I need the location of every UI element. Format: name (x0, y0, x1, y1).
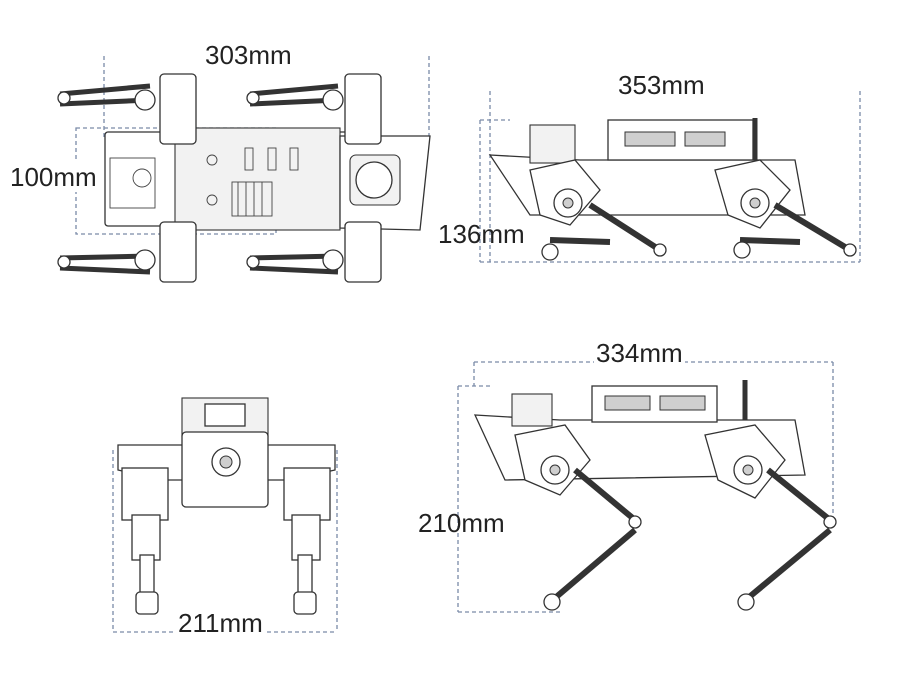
top-view-drawing (57, 56, 431, 283)
side-view-lying: 353mm 136mm (438, 0, 900, 320)
camera-lens (355, 161, 393, 199)
standing-height-label: 210mm (418, 508, 505, 538)
side-length-label: 353mm (616, 70, 707, 100)
leg-top-front-left (57, 73, 197, 145)
leg-standing-rear (704, 424, 837, 611)
top-length-label: 303mm (203, 40, 294, 70)
leg-top-rear-right (246, 221, 382, 283)
side-view-standing-drawing (457, 361, 837, 613)
lidar-box (529, 124, 576, 164)
front-view-drawing (112, 397, 338, 633)
leg-top-rear-left (57, 221, 197, 283)
standing-length-label: 334mm (594, 338, 685, 368)
front-width-label: 211mm (176, 608, 265, 638)
lidar-standing (511, 393, 553, 427)
side-view-standing: 334mm 210mm (418, 320, 900, 675)
leg-front-right (283, 467, 331, 615)
leg-side-front (529, 159, 667, 261)
leg-side-rear (714, 159, 857, 259)
leg-front-left (121, 467, 169, 615)
top-width-label: 100mm (8, 162, 99, 192)
side-height-label: 136mm (438, 219, 525, 249)
side-view-lying-drawing (479, 91, 861, 263)
leg-top-front-right (246, 73, 382, 145)
top-view: 303mm 100mm (0, 0, 450, 320)
front-view: 211mm (0, 320, 450, 675)
speaker-grid (231, 181, 273, 217)
leg-standing-front (514, 424, 642, 611)
